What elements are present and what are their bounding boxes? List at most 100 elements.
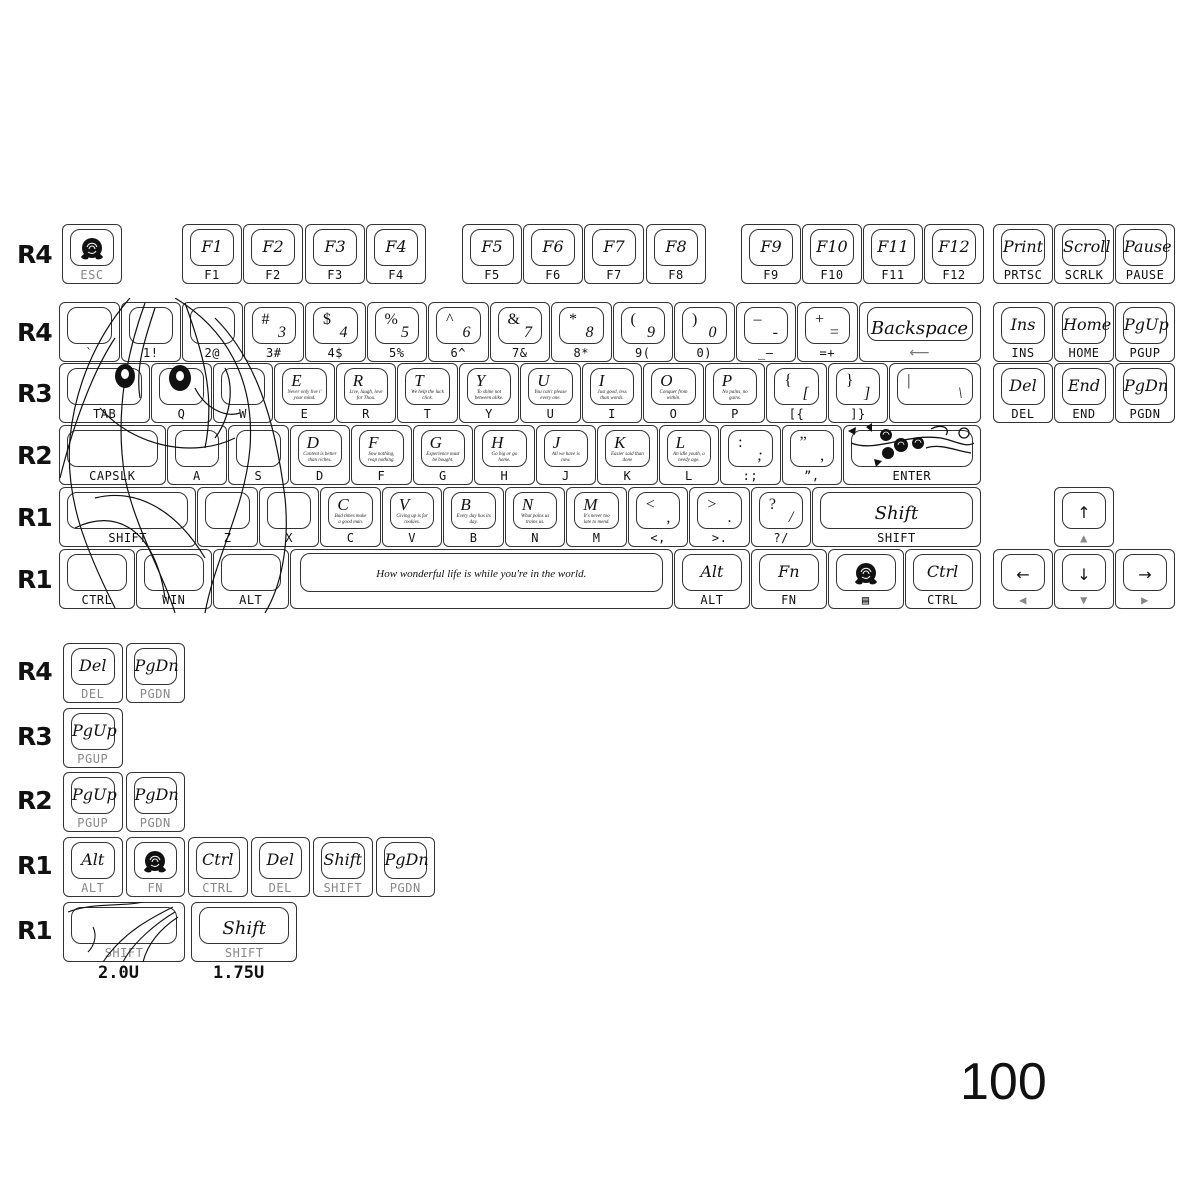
- key-shift[interactable]: SHIFT: [59, 487, 197, 547]
- key-symbol[interactable]: }]]}: [827, 363, 889, 423]
- key-shift[interactable]: SHIFT: [63, 902, 185, 962]
- key-win[interactable]: WIN: [135, 549, 212, 609]
- key-key[interactable]: |\: [889, 363, 981, 423]
- key-backspace[interactable]: Backspace⟵: [858, 302, 981, 362]
- key-symbol[interactable]: →▶: [1115, 549, 1175, 609]
- key-symbol[interactable]: <,<,: [627, 487, 689, 547]
- key-symbol[interactable]: –-_–: [735, 302, 796, 362]
- key-symbol[interactable]: ↓▼: [1054, 549, 1114, 609]
- key-symbol[interactable]: ?/?/: [750, 487, 812, 547]
- key-q[interactable]: Q: [151, 363, 212, 423]
- key-s[interactable]: S: [228, 425, 289, 485]
- key-symbol[interactable]: ▤: [827, 549, 904, 609]
- key-symbol[interactable]: {[[{: [766, 363, 827, 423]
- key-tab[interactable]: TAB: [59, 363, 151, 423]
- key-symbol[interactable]: :;:;: [720, 425, 781, 485]
- key-1[interactable]: 1!: [120, 302, 181, 362]
- key-x[interactable]: X: [258, 487, 320, 547]
- key-symbol[interactable]: +==+: [797, 302, 858, 362]
- key-z[interactable]: Z: [197, 487, 258, 547]
- key-symbol[interactable]: `: [59, 302, 120, 362]
- key-symbol[interactable]: ←◀: [993, 549, 1053, 609]
- key-alt[interactable]: ALT: [212, 549, 289, 609]
- key-fn[interactable]: FN: [125, 837, 185, 897]
- key-space[interactable]: How wonderful life is while you're in th…: [289, 549, 673, 609]
- key-2[interactable]: 2@: [182, 302, 243, 362]
- key-esc[interactable]: ESC: [62, 224, 122, 284]
- key-symbol[interactable]: ”,”,: [781, 425, 843, 485]
- key-capslk[interactable]: CAPSLK: [59, 425, 166, 485]
- key-enter[interactable]: ENTER: [843, 423, 981, 485]
- key-w[interactable]: W: [212, 363, 274, 423]
- key-a[interactable]: A: [166, 425, 228, 485]
- key-ctrl[interactable]: CTRL: [59, 549, 135, 609]
- key-symbol[interactable]: >.>.: [689, 487, 750, 547]
- key-symbol[interactable]: ↑▲: [1054, 487, 1114, 547]
